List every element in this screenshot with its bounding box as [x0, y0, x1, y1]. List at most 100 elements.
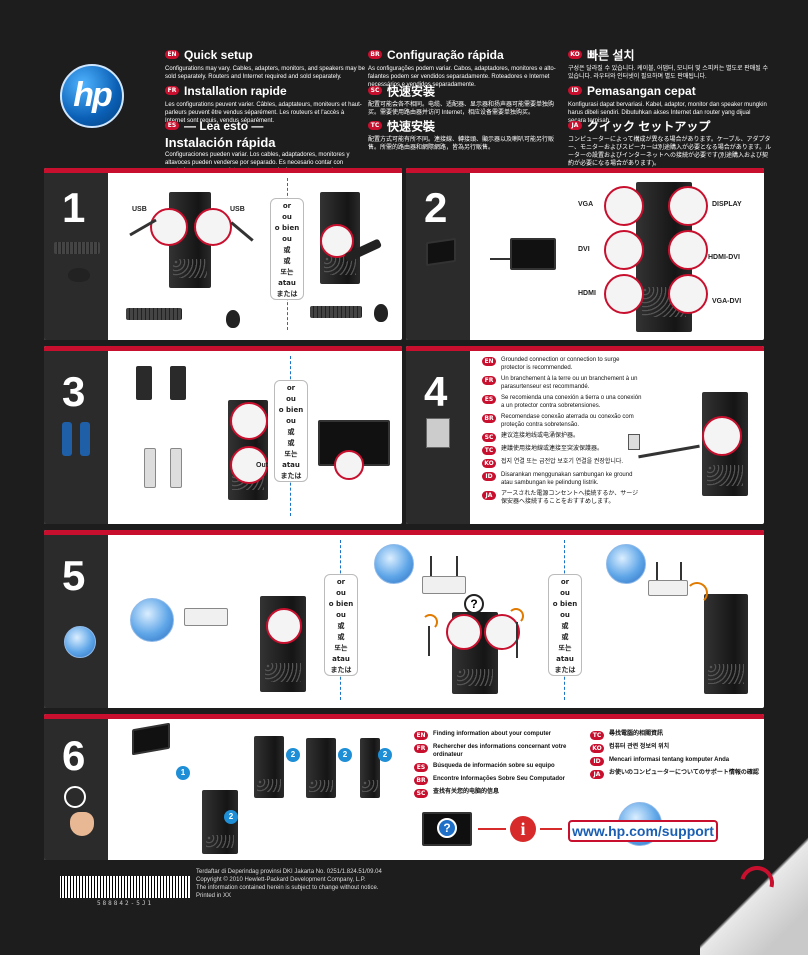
step1-number: 1: [62, 184, 86, 231]
monitor: [510, 238, 556, 270]
router-antenna: [680, 562, 682, 580]
usb-port-zoom: [320, 224, 354, 258]
vga-dvi-port-zoom: [668, 274, 708, 314]
router-antenna: [656, 562, 658, 580]
step5-sidebar: [44, 535, 108, 708]
question-icon: ?: [464, 594, 484, 614]
step-badge-2: 2: [378, 748, 392, 762]
power-cable: [638, 444, 700, 459]
hdmi-label: HDMI: [578, 290, 596, 297]
step6-number: 6: [62, 732, 86, 779]
audio-in-zoom: [230, 402, 268, 440]
support-url-link[interactable]: www.hp.com/support: [568, 820, 718, 842]
hdmi-dvi-label: HDMI-DVI: [708, 254, 740, 261]
pc-tower: [360, 738, 380, 798]
speaker: [170, 448, 182, 488]
wireless-keyboard-icon: [310, 306, 362, 318]
headphone-port-zoom: [334, 450, 364, 480]
usb-label-left: USB: [132, 206, 147, 213]
step5-number: 5: [62, 552, 86, 599]
step5-redbar: [44, 530, 764, 535]
monitor: [132, 722, 170, 756]
wifi-signal-icon: [686, 582, 708, 604]
internet-globe: [374, 544, 414, 584]
barcode: [60, 876, 190, 898]
speaker: [144, 448, 156, 488]
step1-redbar: [44, 168, 402, 173]
arrow-icon: [478, 828, 506, 830]
monitor-icon: [426, 237, 456, 267]
speaker: [136, 366, 152, 400]
power-cable: [490, 258, 510, 260]
arrow-icon: [540, 828, 562, 830]
audio-out-zoom: [230, 446, 268, 484]
wall-outlet-icon: [426, 418, 450, 448]
internet-globe: [606, 544, 646, 584]
speaker: [170, 366, 186, 400]
power-port-zoom: [702, 416, 742, 456]
wifi-antenna: [428, 626, 430, 656]
hand-icon: [70, 812, 94, 836]
step3-sidebar: [44, 351, 108, 524]
router-antenna: [456, 556, 458, 576]
mouse-icon: [68, 268, 90, 282]
hdmi-port-zoom: [604, 274, 644, 314]
hdmi-dvi-port-zoom: [668, 230, 708, 270]
wireless-router: [648, 580, 688, 596]
step2-number: 2: [424, 184, 448, 231]
step-badge-2: 2: [224, 810, 238, 824]
step6-redbar: [44, 714, 764, 719]
footer: Terdaftar di Deperindag provinsi DKI Jak…: [196, 869, 382, 899]
internet-globe: [130, 598, 174, 642]
vga-port-zoom: [604, 186, 644, 226]
in-label: In: [258, 438, 265, 445]
globe-icon: [64, 626, 96, 658]
vga-label: VGA: [578, 201, 594, 208]
pc-tower: [254, 736, 284, 798]
pc-tower: [306, 738, 336, 798]
wall-outlet: [628, 434, 640, 450]
wifi-antenna: [516, 622, 518, 658]
usb-cable-right: [230, 221, 254, 242]
display-port-zoom: [668, 186, 708, 226]
wifi-signal-icon: [422, 614, 438, 630]
hp-logo: hp: [60, 64, 124, 128]
usb-label-right: USB: [230, 206, 245, 213]
info-icon: i: [510, 816, 536, 842]
keyboard-icon: [54, 242, 100, 254]
wireless-router: [422, 576, 466, 594]
router: [184, 608, 228, 626]
out-label: Out: [256, 462, 269, 469]
step3-redbar: [44, 346, 402, 351]
speaker-icon: [80, 422, 90, 456]
vga-dvi-label: VGA-DVI: [712, 298, 742, 305]
lang-es: ES— Lea esto — Instalación rápida Config…: [165, 118, 350, 174]
barcode-text: 588842-5J1: [96, 900, 154, 907]
step-badge-2: 2: [338, 748, 352, 762]
